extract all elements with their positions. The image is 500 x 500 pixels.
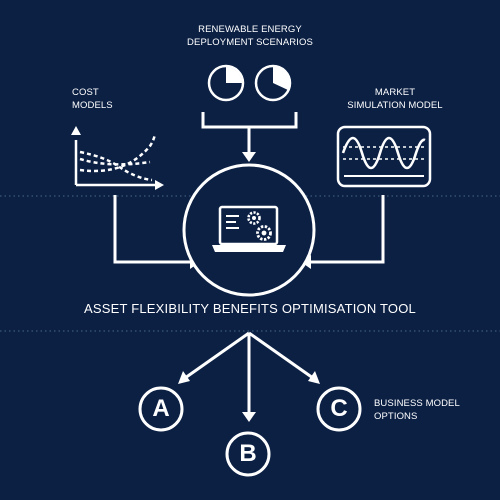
market-model-label: MARKET SIMULATION MODEL <box>330 86 460 112</box>
option-c-circle <box>316 386 362 432</box>
cost-models-label: COST MODELS <box>72 86 142 112</box>
business-options-label-line: OPTIONS <box>374 411 418 422</box>
pie-chart-icon <box>254 64 292 102</box>
cost-models-label-line: COST <box>72 87 99 98</box>
option-b-circle <box>225 431 271 477</box>
option-a-letter: A <box>152 395 170 422</box>
option-c-arrowhead <box>308 371 320 384</box>
market-connector <box>310 195 385 264</box>
scenarios-label-line: DEPLOYMENT SCENARIOS <box>187 37 313 48</box>
cost-axis-arrowhead <box>155 180 164 190</box>
tool-label: ASSET FLEXIBILITY BENEFITS OPTIMISATION … <box>84 301 416 316</box>
option-a-arrowhead <box>178 371 190 384</box>
scenarios-label-line: RENEWABLE ENERGY <box>198 24 302 35</box>
scenarios-label: RENEWABLE ENERGY DEPLOYMENT SCENARIOS <box>150 23 350 49</box>
cost-axis-arrowhead <box>71 126 81 135</box>
scenarios-arrowhead <box>242 152 256 162</box>
market-model-label-line: SIMULATION MODEL <box>347 100 443 111</box>
options-connectors <box>184 331 314 412</box>
option-c-letter: C <box>330 395 348 422</box>
cost-connector <box>113 195 190 264</box>
market-model-label-line: MARKET <box>374 87 416 98</box>
option-a-circle <box>138 386 184 432</box>
option-b-letter: B <box>239 440 257 467</box>
sine-wave-oscilloscope-icon <box>336 125 432 188</box>
business-options-label-line: BUSINESS MODEL <box>374 398 460 409</box>
tool-circle <box>182 163 316 297</box>
cost-curve-chart-icon <box>74 133 158 187</box>
pie-chart-icon <box>207 64 245 102</box>
cost-models-label-line: MODELS <box>72 100 113 111</box>
laptop-gears-icon <box>212 205 286 252</box>
scenarios-connector <box>201 112 298 153</box>
option-b-arrowhead <box>242 412 256 422</box>
business-options-label: BUSINESS MODEL OPTIONS <box>374 397 494 423</box>
